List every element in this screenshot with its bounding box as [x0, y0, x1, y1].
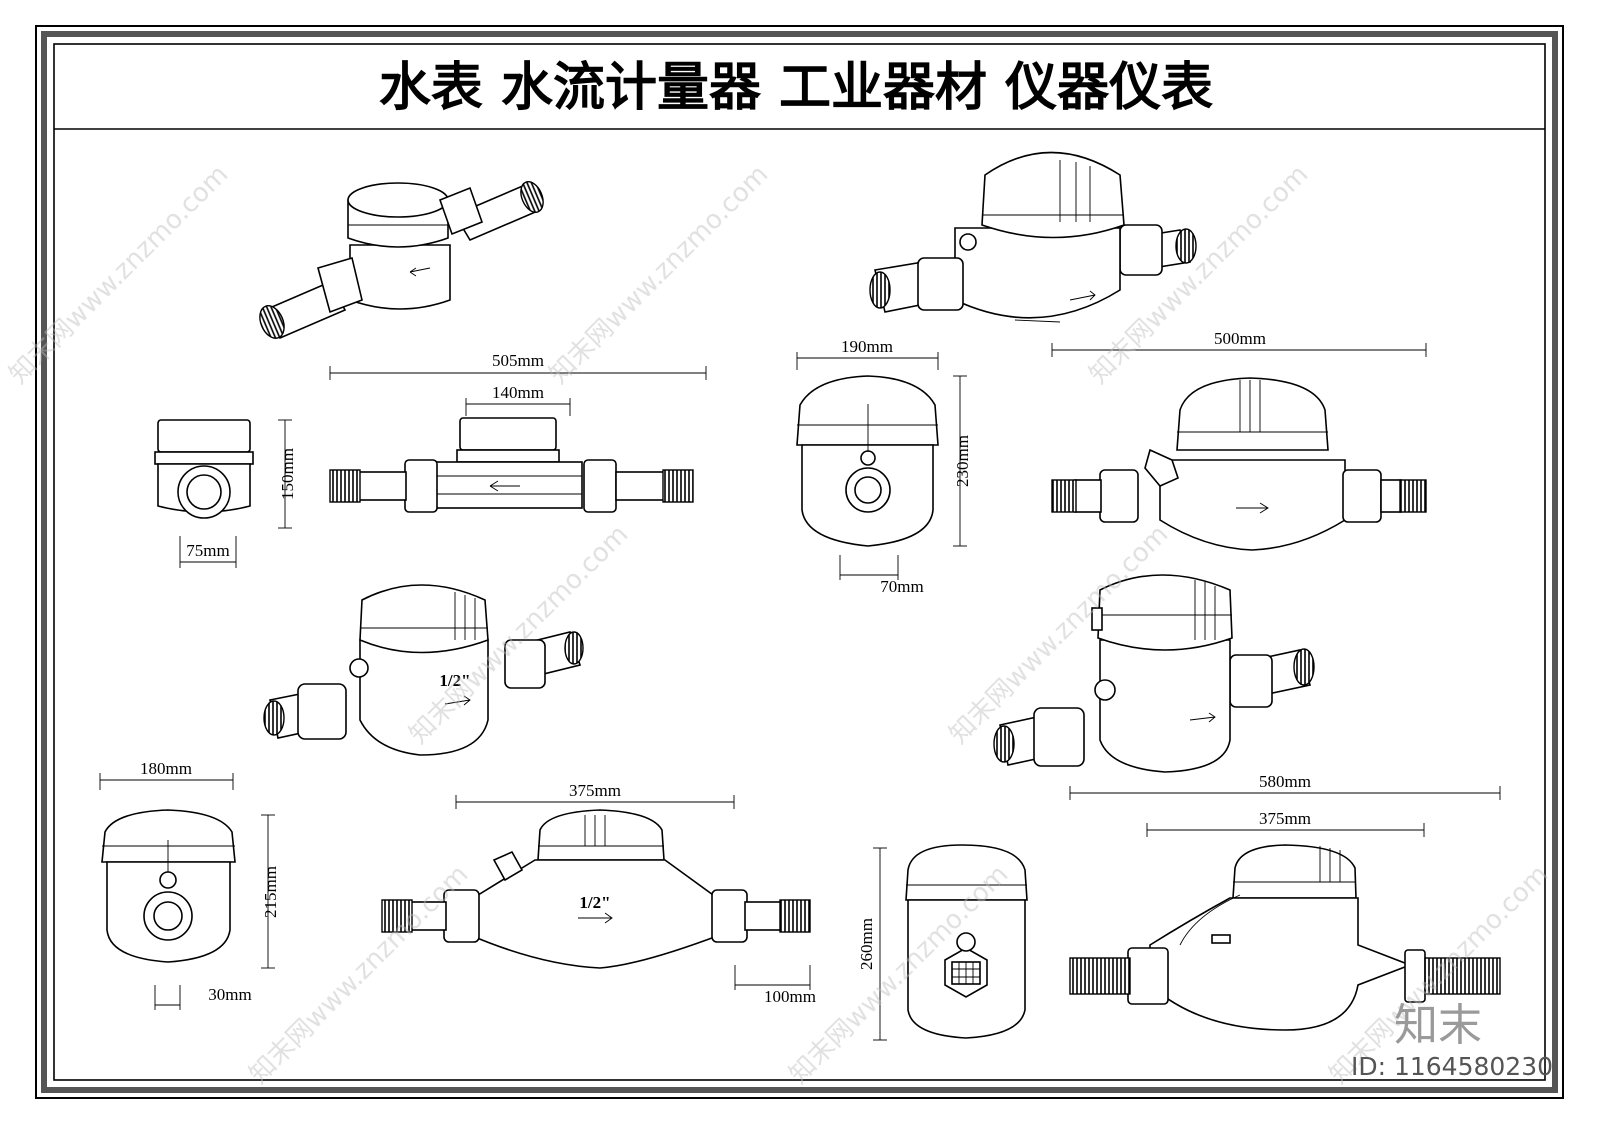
dim-375a-label: 375mm: [569, 781, 621, 800]
meter-iso-1: [259, 181, 544, 340]
meter-iso-3: 1/2": [263, 584, 584, 756]
meter-front-2: [796, 375, 939, 547]
dim-70-label: 70mm: [880, 577, 923, 596]
dimension-70: 70mm: [839, 555, 924, 596]
half-inch-label-b: 1/2": [579, 893, 610, 912]
dim-505-label: 505mm: [492, 351, 544, 370]
dimension-230: 230mm: [953, 375, 972, 547]
dimension-100: 100mm: [734, 965, 816, 1006]
watermark-text: 知末网www.znzmo.com: [4, 159, 235, 390]
meter-front-4: [905, 844, 1028, 1039]
dim-100-label: 100mm: [764, 987, 816, 1006]
dim-230-label: 230mm: [953, 435, 972, 487]
dimension-375a: 375mm: [455, 781, 735, 809]
drawing-frame: [35, 25, 1564, 1099]
dimension-30: 30mm: [154, 985, 252, 1010]
dim-30-label: 30mm: [208, 985, 251, 1004]
dimension-500: 500mm: [1051, 329, 1427, 357]
dimension-150: 150mm: [278, 419, 297, 529]
dimension-140: 140mm: [465, 383, 571, 416]
dim-580-label: 580mm: [1259, 772, 1311, 791]
meter-side-1: [329, 417, 694, 513]
dimension-580: 580mm: [1069, 772, 1501, 800]
meter-front-3: [101, 809, 236, 963]
dimension-215: 215mm: [261, 814, 280, 969]
dimension-190: 190mm: [796, 337, 939, 370]
dim-150-label: 150mm: [278, 448, 297, 500]
brand-logo-text: 知末: [1394, 1000, 1482, 1051]
half-inch-label-a: 1/2": [439, 671, 470, 690]
watermark-text: 知末网www.znzmo.com: [544, 159, 775, 390]
dimension-505: 505mm: [329, 351, 707, 380]
dim-180-label: 180mm: [140, 759, 192, 778]
dimension-75: 75mm: [179, 536, 237, 568]
dim-260-label: 260mm: [857, 918, 876, 970]
dim-215-label: 215mm: [261, 866, 280, 918]
meter-side-4: [1069, 844, 1501, 1031]
dimension-180: 180mm: [99, 759, 234, 790]
dim-75-label: 75mm: [186, 541, 229, 560]
drawing-title: 水表 水流计量器 工业器材 仪器仪表: [379, 58, 1213, 118]
dimension-375b: 375mm: [1146, 809, 1425, 837]
meter-iso-4: [993, 574, 1315, 773]
dim-140-label: 140mm: [492, 383, 544, 402]
dim-190-label: 190mm: [841, 337, 893, 356]
meter-front-1: [154, 419, 254, 519]
meter-iso-2: [869, 151, 1197, 323]
dim-500-label: 500mm: [1214, 329, 1266, 348]
dimension-260: 260mm: [857, 847, 887, 1041]
meter-side-3: 1/2": [381, 809, 811, 969]
dim-375b-label: 375mm: [1259, 809, 1311, 828]
meter-side-2: [1051, 377, 1427, 551]
image-id-label: ID: 1164580230: [1351, 1052, 1553, 1081]
